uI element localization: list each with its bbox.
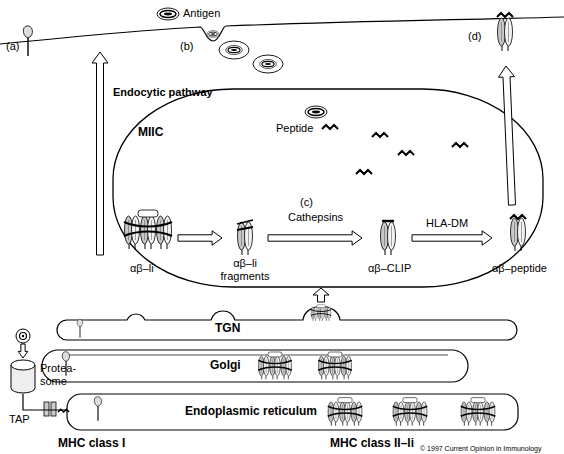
mhc-class-ii-symbol [498, 18, 513, 51]
cisterna-line [62, 355, 448, 356]
mhc-class-ii-li-symbol [393, 398, 428, 426]
endosome [219, 41, 249, 59]
callout-label: Antigen [183, 7, 220, 20]
hollow-arrow [412, 231, 492, 245]
callout-label: © 1997 Current Opinion in Immunology [420, 445, 542, 453]
endosome [253, 55, 283, 73]
cytosolic-antigen [20, 333, 27, 340]
peptide-symbol [398, 151, 414, 155]
organelle-outline [42, 350, 468, 382]
callout-label: TAP [9, 413, 30, 426]
clip-peptide [382, 220, 394, 222]
antigen-icon [305, 106, 327, 118]
hollow-arrow [178, 231, 222, 245]
callout-label: αβ–li fragments [215, 257, 275, 282]
peptide-symbol [497, 13, 513, 17]
organelle-band: TGN [55, 302, 520, 344]
node-label: Protea- some [40, 362, 86, 387]
peptide-symbol [322, 125, 338, 129]
plasma-membrane [0, 17, 564, 44]
mhc-class-i-symbol [94, 397, 101, 421]
node-label: Golgi [210, 359, 241, 373]
mhc-class-ii-li-symbol [258, 352, 292, 379]
callout-label: MHC class I [58, 437, 125, 451]
callout-label: (b) [180, 40, 193, 53]
callout-label: HLA-DM [426, 217, 468, 230]
node-shape [112, 88, 544, 288]
proteasome-cylinder: Protea- some [8, 358, 90, 394]
hollow-arrow [499, 66, 516, 205]
mhc-class-ii-symbol [381, 222, 396, 255]
mhc-class-i-symbol [62, 352, 69, 376]
transport-line [23, 394, 65, 410]
callout-label: Peptide [276, 122, 313, 135]
callout-label: MHC class II–li [330, 437, 414, 451]
callout-label: Endocytic pathway [113, 86, 213, 99]
peptide-symbol [356, 170, 372, 174]
mhc-class-ii-li-symbol [328, 398, 363, 426]
hollow-arrow [313, 288, 329, 302]
mhc-class-ii-symbol [511, 218, 526, 251]
callout-label: αβ–CLIP [368, 262, 411, 275]
node-shape [55, 302, 520, 344]
callout-label: Cathepsins [288, 211, 343, 224]
node-label: TGN [215, 322, 240, 336]
organelle-outline [67, 394, 518, 430]
mhc-class-ii-li-symbol [461, 398, 496, 426]
antigen-icon [226, 46, 243, 55]
hollow-arrow [92, 52, 108, 255]
mhc-class-i-symbol [23, 26, 32, 56]
mhc-class-ii-li-symbol [311, 305, 331, 321]
mhc-class-i-symbol [77, 320, 82, 338]
proteasome-outline [11, 360, 35, 370]
callout-label: (c) [300, 196, 313, 209]
callout-label: (a) [6, 40, 19, 53]
callout-label: (d) [468, 30, 481, 43]
mhc-class-ii-li-symbol [124, 210, 172, 249]
li-fragment [237, 220, 253, 230]
node-shape [40, 346, 470, 386]
node-label: Endoplasmic reticulum [185, 405, 317, 419]
antigen-icon [157, 8, 179, 20]
peptide-symbol [452, 143, 468, 147]
antigen-icon [207, 31, 219, 38]
organelle-band: Golgi [40, 346, 470, 386]
organelle-band: Endoplasmic reticulum [65, 392, 520, 432]
tap-transporter [44, 402, 49, 416]
compartment-outline [113, 89, 543, 287]
cytosolic-antigen [16, 329, 30, 343]
cytosolic-antigen [22, 335, 24, 337]
callout-label: αβ–li [130, 262, 154, 275]
organelle-outline [57, 307, 517, 341]
callout-label: αβ–peptide [492, 262, 547, 275]
compartment-oval: MIIC [112, 88, 544, 288]
mhc-class-ii-li-symbol [318, 352, 352, 379]
hollow-arrow [18, 344, 28, 358]
peptide-symbol [372, 133, 388, 137]
node-label: MIIC [138, 126, 163, 140]
hollow-arrow [268, 231, 362, 245]
tap-transporter [51, 402, 56, 416]
antigen-icon [260, 60, 277, 69]
peptide-symbol [510, 215, 526, 219]
